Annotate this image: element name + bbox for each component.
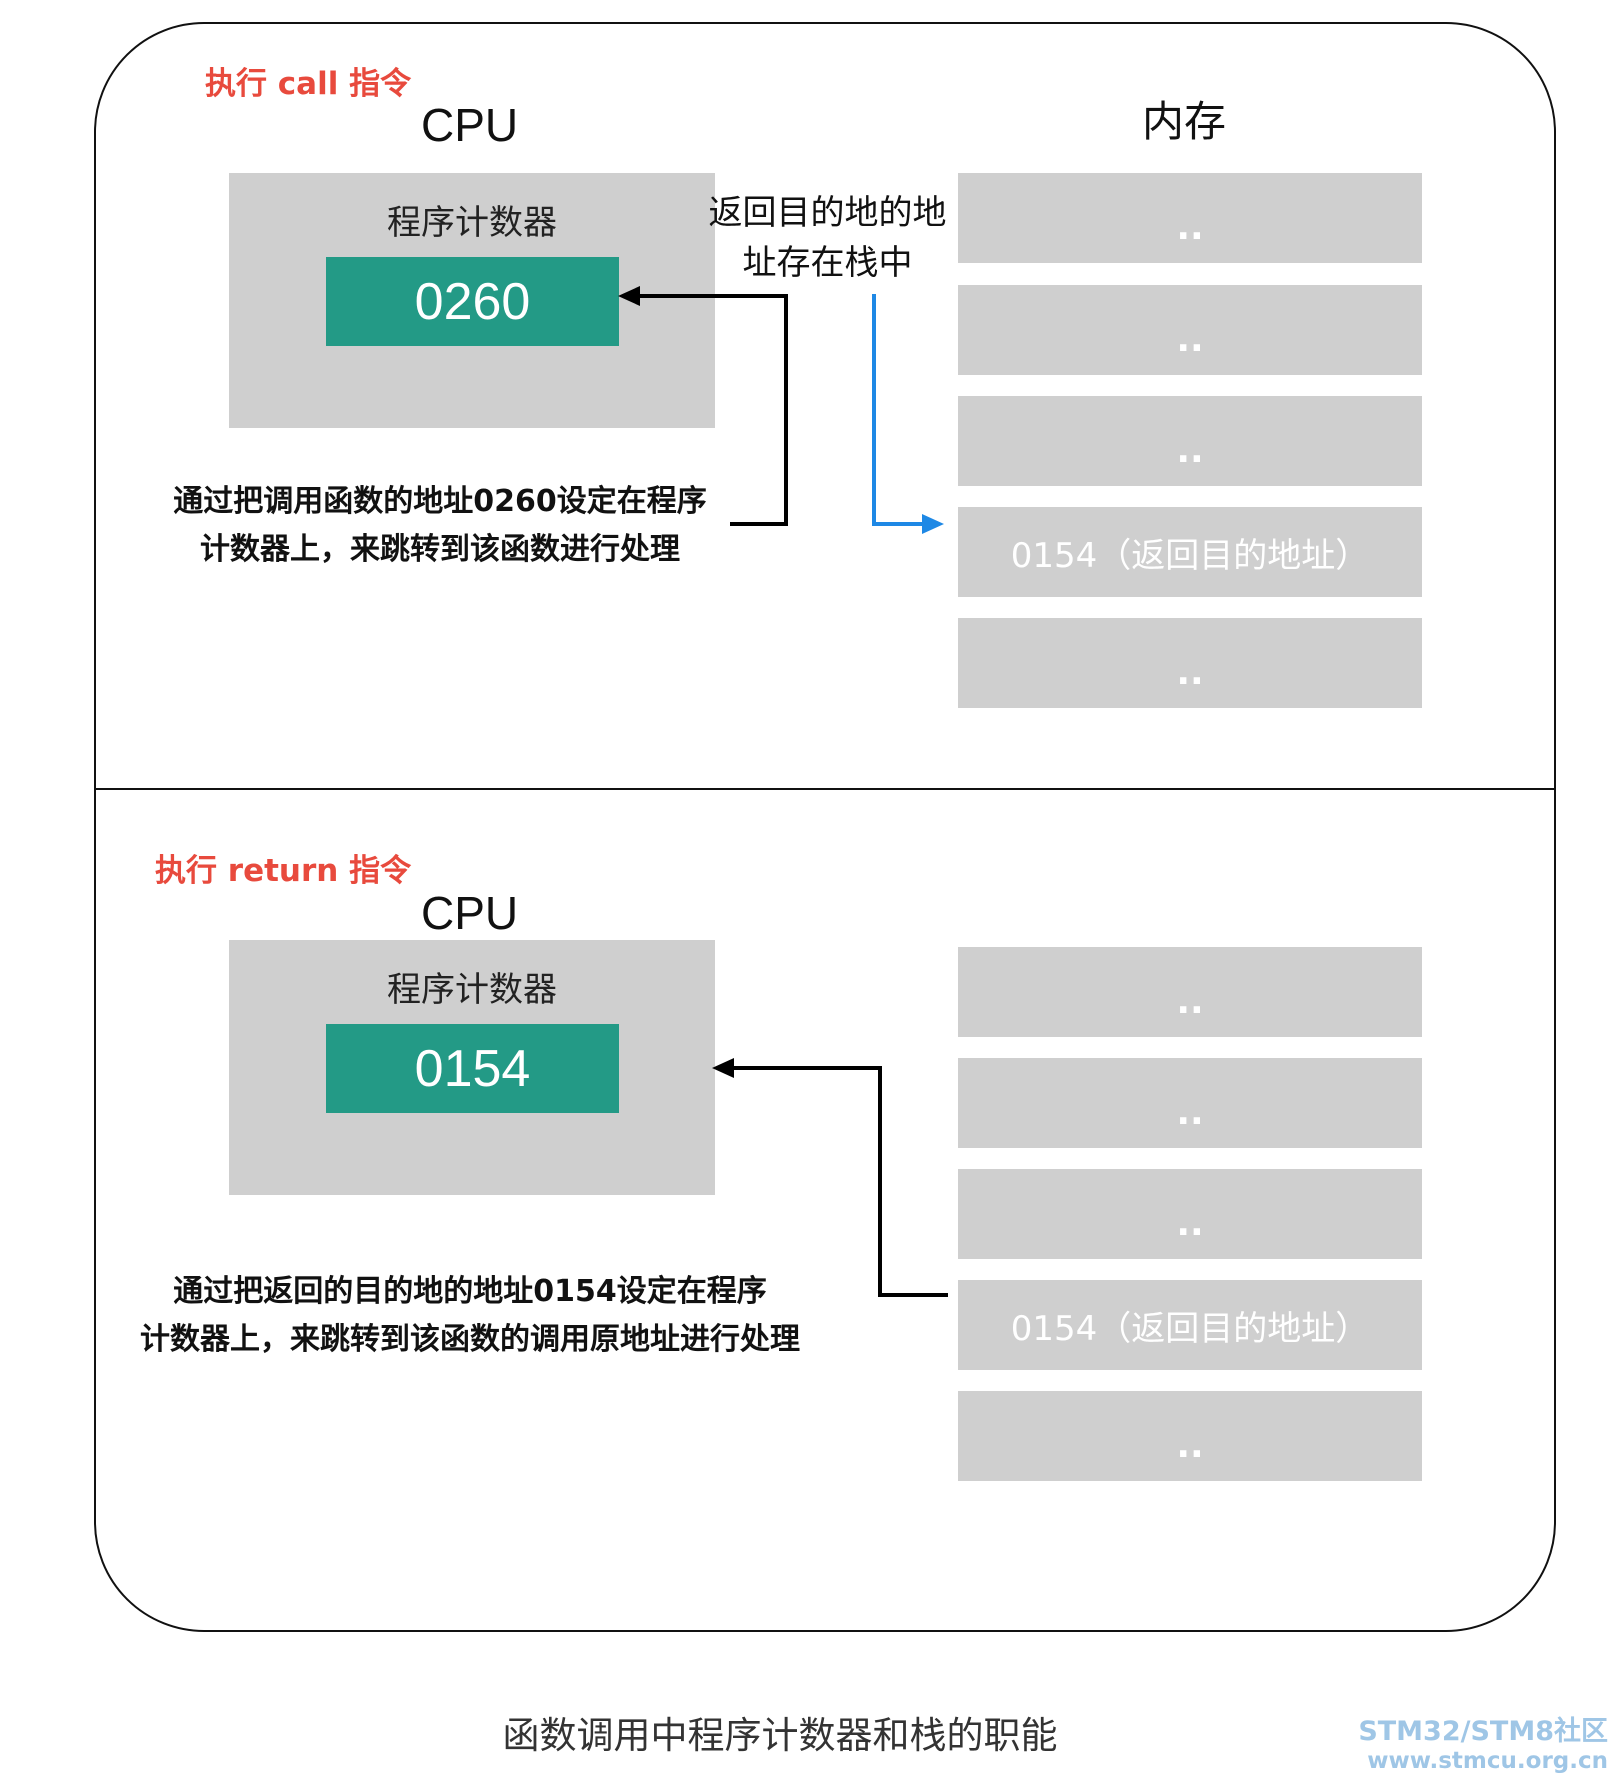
watermark: STM32/STM8社区 www.stmcu.org.cn bbox=[1358, 1716, 1608, 1774]
memory-cell-top-5: .. bbox=[958, 618, 1422, 708]
stack-arrow-head bbox=[922, 514, 944, 534]
return-mode-label: 执行 return 指令 bbox=[155, 853, 412, 889]
stack-note-line-1: 返回目的地的地 bbox=[708, 193, 947, 233]
jump-note-line-1: 通过把调用函数的地址0260设定在程序 bbox=[173, 484, 707, 519]
jump-note-line-2: 计数器上，来跳转到该函数进行处理 bbox=[200, 532, 680, 567]
program-counter-label-top: 程序计数器 bbox=[387, 203, 557, 243]
arrow-head-pc-bottom bbox=[712, 1058, 734, 1078]
arrow-head-pc-top bbox=[618, 286, 640, 306]
program-counter-value-bottom: 0154 bbox=[326, 1024, 619, 1113]
stack-note: 返回目的地的地 址存在栈中 bbox=[700, 188, 955, 288]
cpu-title-top: CPU bbox=[421, 99, 519, 151]
memory-cell-bottom-2: .. bbox=[958, 1058, 1422, 1148]
memory-cell-bottom-3: .. bbox=[958, 1169, 1422, 1259]
return-note-line-2: 计数器上，来跳转到该函数的调用原地址进行处理 bbox=[140, 1322, 800, 1357]
memory-cell-top-2: .. bbox=[958, 285, 1422, 375]
jump-note: 通过把调用函数的地址0260设定在程序 计数器上，来跳转到该函数进行处理 bbox=[140, 478, 740, 574]
figure-caption: 函数调用中程序计数器和栈的职能 bbox=[502, 1714, 1058, 1757]
memory-cell-bottom-1: .. bbox=[958, 947, 1422, 1037]
return-note-line-1: 通过把返回的目的地的地址0154设定在程序 bbox=[173, 1274, 767, 1309]
program-counter-value-top: 0260 bbox=[326, 257, 619, 346]
memory-cell-top-1: .. bbox=[958, 173, 1422, 263]
memory-cell-bottom-return-address: 0154（返回目的地址） bbox=[958, 1280, 1422, 1370]
return-note: 通过把返回的目的地的地址0154设定在程序 计数器上，来跳转到该函数的调用原地址… bbox=[100, 1268, 840, 1364]
memory-title: 内存 bbox=[1142, 97, 1227, 146]
diagram-frame bbox=[94, 22, 1556, 1632]
arrow-to-pc-bottom bbox=[734, 1066, 948, 1297]
call-mode-label: 执行 call 指令 bbox=[205, 66, 412, 102]
memory-cell-top-3: .. bbox=[958, 396, 1422, 486]
arrow-to-pc-top bbox=[640, 294, 788, 526]
watermark-line-2: www.stmcu.org.cn bbox=[1367, 1748, 1608, 1774]
cpu-title-bottom: CPU bbox=[421, 887, 519, 939]
watermark-line-1: STM32/STM8社区 bbox=[1358, 1716, 1608, 1747]
cpu-box-bottom: 程序计数器 0154 bbox=[229, 940, 715, 1195]
memory-cell-bottom-5: .. bbox=[958, 1391, 1422, 1481]
stack-note-line-2: 址存在栈中 bbox=[742, 243, 913, 283]
memory-cell-top-return-address: 0154（返回目的地址） bbox=[958, 507, 1422, 597]
stack-arrow bbox=[872, 294, 922, 526]
program-counter-label-bottom: 程序计数器 bbox=[387, 970, 557, 1010]
section-divider bbox=[96, 788, 1554, 790]
